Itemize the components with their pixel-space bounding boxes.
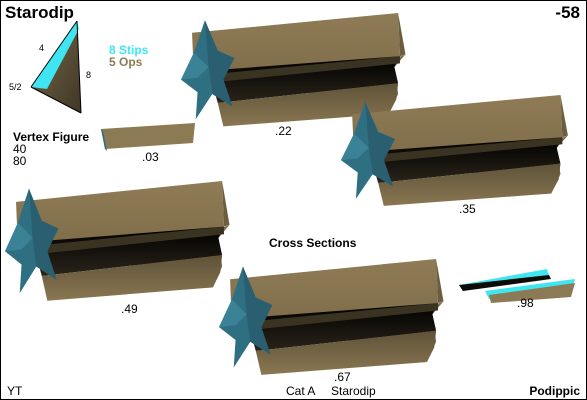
- footer-type: Podippic: [529, 384, 580, 398]
- section-value-003: .03: [142, 150, 159, 164]
- vertex-edge-label-8: 8: [86, 70, 92, 80]
- vertex-figure-label: Vertex Figure: [13, 130, 90, 144]
- footer-initials: YT: [7, 384, 23, 398]
- footer-category: Cat A: [286, 384, 316, 398]
- legend-stips: 8 Stips: [109, 43, 149, 57]
- vertex-count-80: 80: [13, 154, 27, 168]
- legend-ops: 5 Ops: [109, 55, 143, 69]
- section-value-098: .98: [517, 296, 534, 310]
- cross-section-098: [459, 269, 575, 303]
- cross-section-067: [219, 259, 444, 375]
- cross-section-049: [5, 181, 230, 301]
- section-value-049: .49: [121, 302, 138, 316]
- cross-section-022: [181, 13, 406, 127]
- polytope-code: -58: [555, 3, 580, 22]
- vertex-edge-label-5-2: 5/2: [9, 82, 22, 92]
- vertex-figure-triangle: [30, 20, 82, 114]
- section-value-022: .22: [275, 124, 292, 138]
- cross-sections-label: Cross Sections: [269, 236, 357, 250]
- section-value-067: .67: [334, 370, 351, 384]
- cross-section-003: [101, 123, 195, 151]
- vertex-count-40: 40: [13, 142, 27, 156]
- section-value-035: .35: [459, 202, 476, 216]
- footer-name: Starodip: [331, 384, 376, 398]
- page-title: Starodip: [5, 3, 74, 22]
- vertex-edge-label-4: 4: [39, 43, 45, 53]
